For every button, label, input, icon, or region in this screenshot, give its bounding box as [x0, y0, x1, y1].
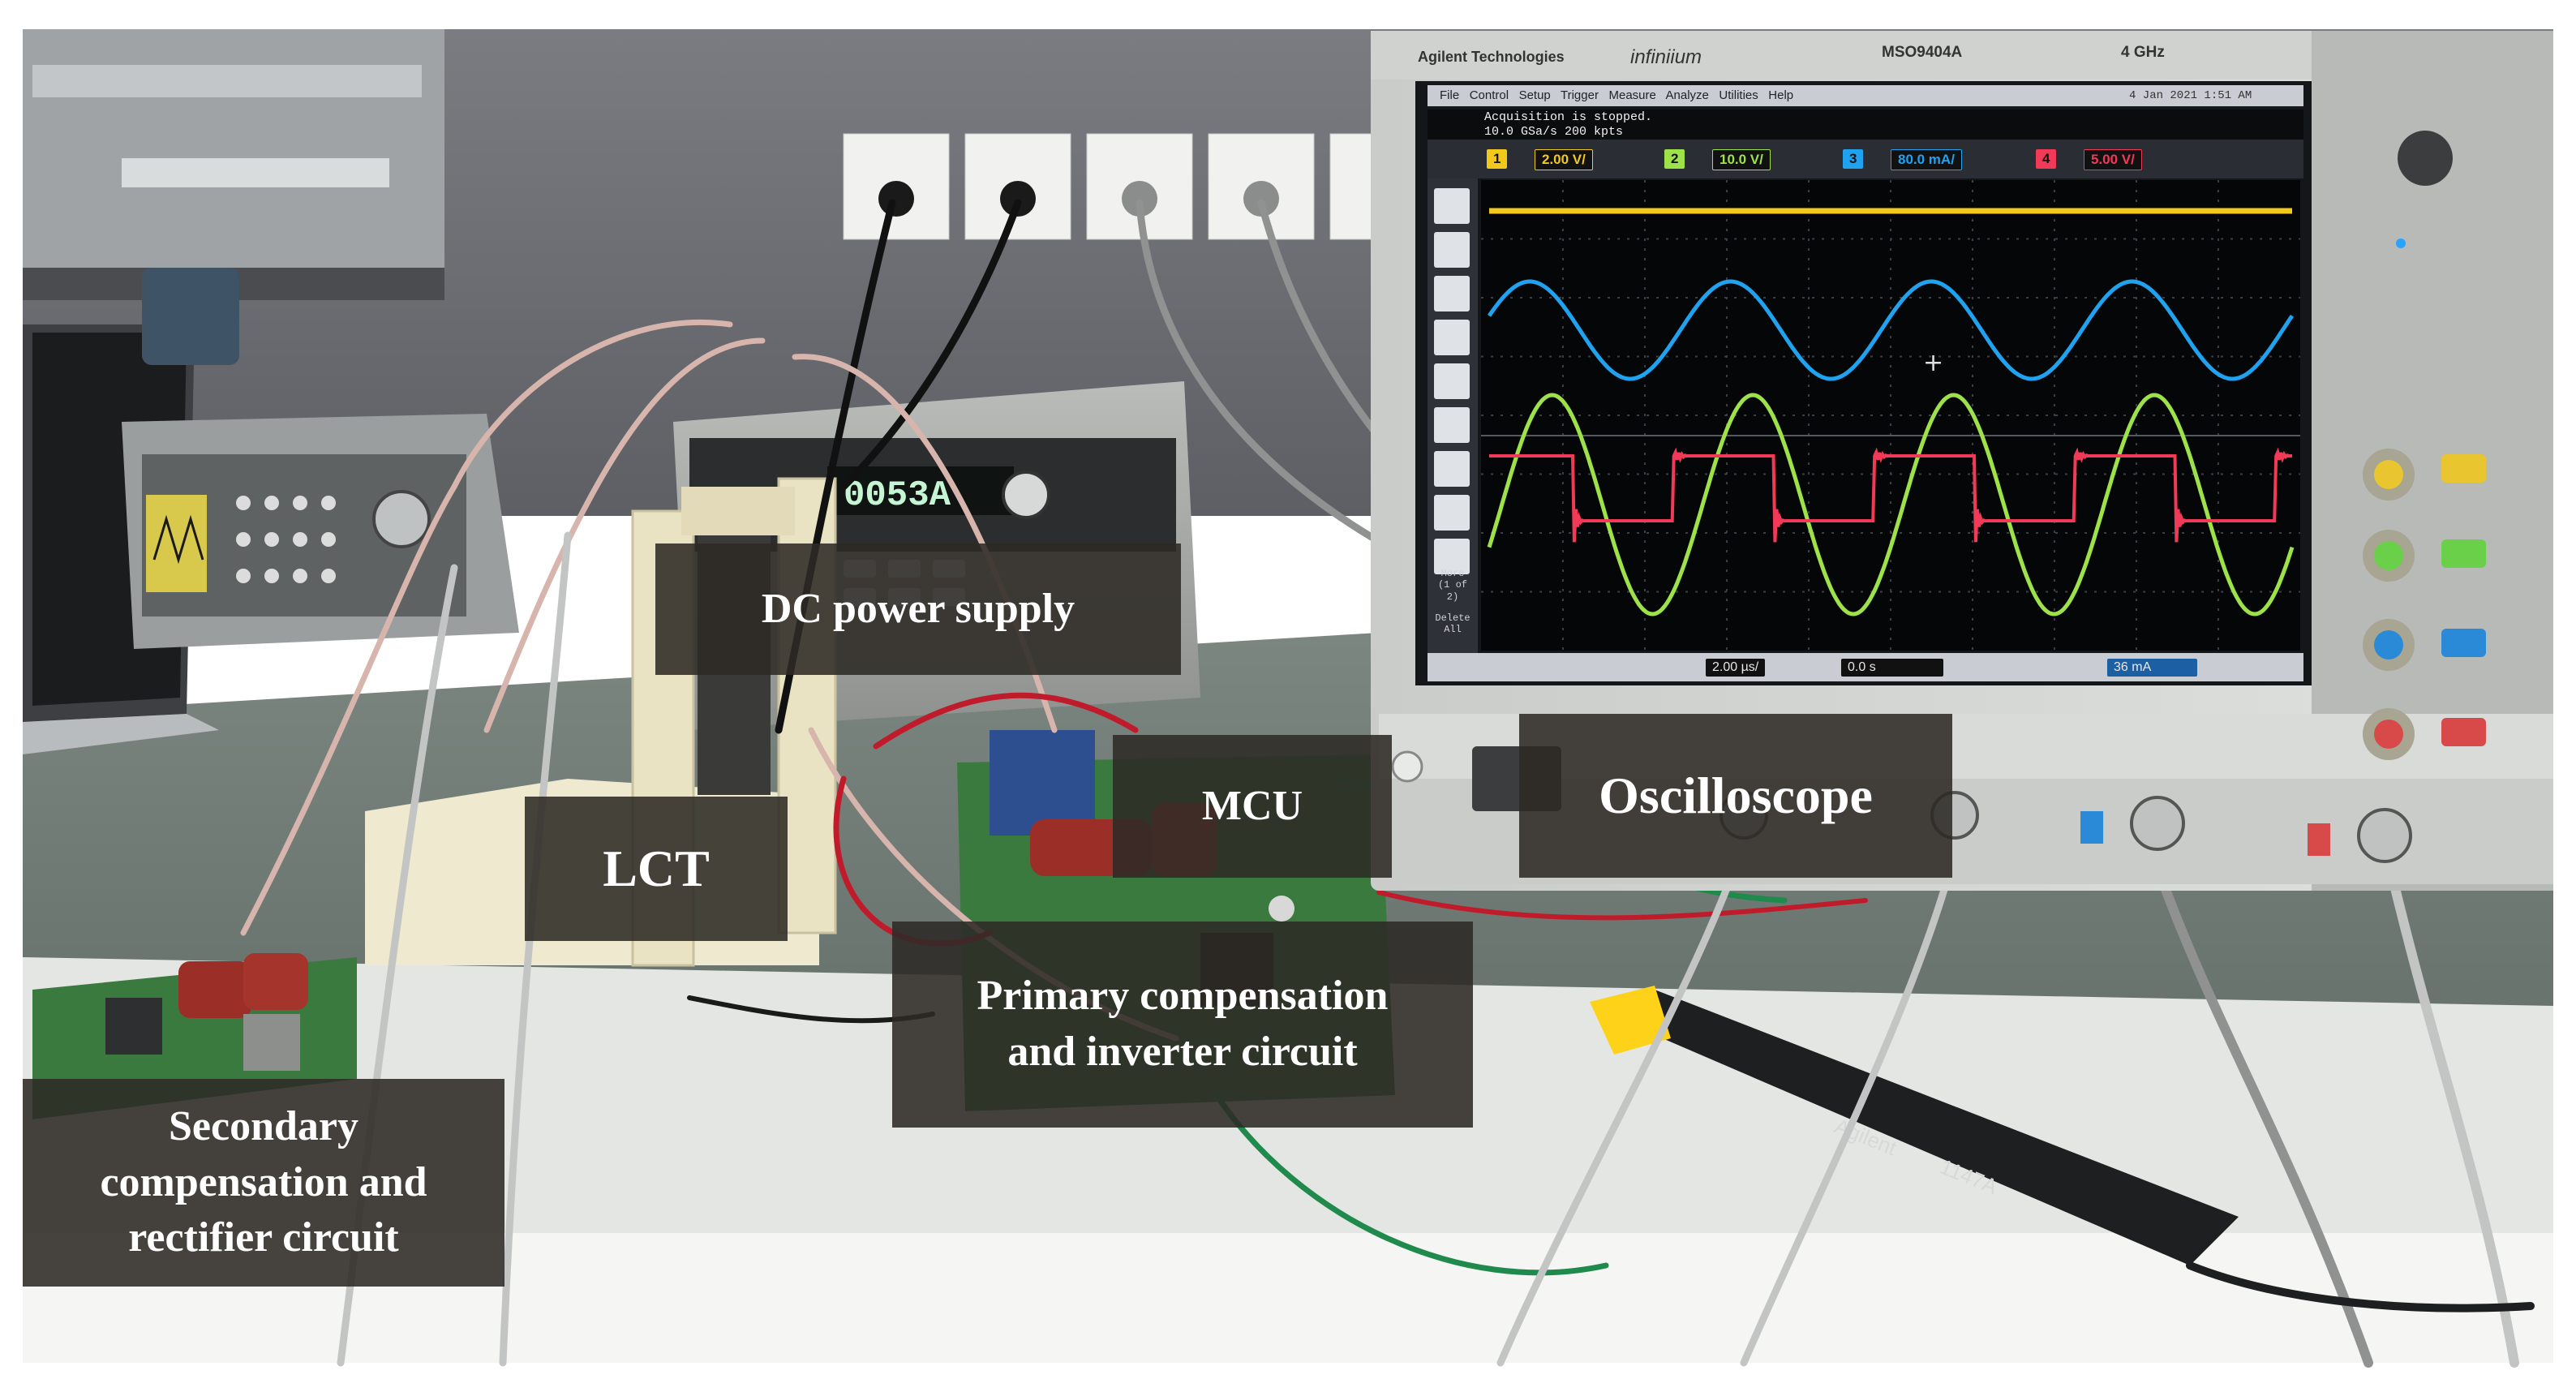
scope-series: infiniium	[1630, 46, 1702, 68]
label-dc-power-supply-text: DC power supply	[761, 585, 1075, 632]
side-more-sub: (1 of 2)	[1437, 579, 1467, 603]
label-oscilloscope: Oscilloscope	[1519, 714, 1952, 878]
menu-help[interactable]: Help	[1768, 88, 1794, 102]
label-secondary-circuit: Secondary compensation and rectifier cir…	[23, 1079, 504, 1287]
scope-grid	[1481, 180, 2300, 651]
menu-measure[interactable]: Measure	[1608, 88, 1656, 102]
menu-utilities[interactable]: Utilities	[1719, 88, 1758, 102]
ch1-number[interactable]: 1	[1487, 149, 1508, 169]
label-lct: LCT	[525, 797, 788, 941]
label-mcu-text: MCU	[1201, 782, 1303, 829]
ch3-scale[interactable]: 80.0 mA/	[1891, 149, 1962, 170]
side-more-label: More	[1440, 568, 1465, 579]
menu-trigger[interactable]: Trigger	[1561, 88, 1599, 102]
trace-ch2-voltage	[1487, 393, 2295, 617]
menu-control[interactable]: Control	[1469, 88, 1509, 102]
menu-file[interactable]: File	[1440, 88, 1460, 102]
label-secondary-line3: rectifier circuit	[128, 1214, 399, 1261]
scope-brand: Agilent Technologies	[1418, 49, 1565, 65]
scope-status-bar	[1428, 110, 2303, 142]
function-generator	[122, 414, 519, 649]
scope-status-1: Acquisition is stopped.	[1484, 110, 1653, 124]
label-primary-line1: Primary compensation	[977, 973, 1389, 1020]
side-delete-sub: All	[1444, 624, 1462, 636]
label-lct-text: LCT	[603, 839, 710, 897]
window-frame	[32, 65, 422, 97]
wall-sockets	[843, 133, 1380, 240]
label-primary-line2: and inverter circuit	[1007, 1029, 1358, 1075]
side-delete-all[interactable]: Delete All	[1432, 612, 1473, 636]
ch1-scale[interactable]: 2.00 V/	[1535, 149, 1593, 170]
laptop-base	[23, 714, 219, 754]
label-dc-power-supply: DC power supply	[655, 543, 1181, 675]
side-delete-label: Delete	[1435, 612, 1470, 624]
menu-analyze[interactable]: Analyze	[1665, 88, 1709, 102]
ch2-number[interactable]: 2	[1664, 149, 1685, 169]
scope-bandwidth: 4 GHz	[2121, 44, 2165, 61]
ch2-scale[interactable]: 10.0 V/	[1712, 149, 1771, 170]
menu-setup[interactable]: Setup	[1518, 88, 1551, 102]
label-secondary-line1: Secondary	[169, 1103, 358, 1150]
ch3-number[interactable]: 3	[1843, 149, 1864, 169]
cursor-crosshair-icon: +	[1923, 349, 1943, 377]
ch4-scale[interactable]: 5.00 V/	[2084, 149, 2142, 170]
scope-model: MSO9404A	[1882, 44, 1963, 61]
ch4-number[interactable]: 4	[2036, 149, 2057, 169]
side-more[interactable]: More (1 of 2)	[1432, 568, 1473, 603]
scope-date-time: 4 Jan 2021 1:51 AM	[2129, 89, 2252, 102]
trace-ch3-current	[1487, 279, 2295, 381]
scope-menu-bar	[1428, 85, 2303, 106]
scope-traces: +	[1487, 208, 2295, 617]
psu-display: 0053A	[844, 475, 951, 516]
wall-switches	[122, 158, 389, 187]
label-primary-circuit: Primary compensation and inverter circui…	[892, 922, 1473, 1128]
trace-ch4-voltage	[1489, 447, 2292, 543]
label-secondary-line2: compensation and	[100, 1158, 427, 1205]
label-mcu: MCU	[1113, 735, 1392, 878]
scope-menu[interactable]: File Control Setup Trigger Measure Analy…	[1440, 88, 1793, 102]
trigger-level-readout[interactable]: 36 mA	[2107, 659, 2197, 677]
scope-status-2: 10.0 GSa/s 200 kpts	[1484, 125, 1624, 139]
scope-side-tools	[1434, 188, 1470, 574]
timebase-readout[interactable]: 2.00 µs/	[1706, 659, 1766, 677]
delay-readout[interactable]: 0.0 s	[1841, 659, 1943, 677]
label-oscilloscope-text: Oscilloscope	[1599, 766, 1873, 824]
chair	[142, 268, 239, 365]
